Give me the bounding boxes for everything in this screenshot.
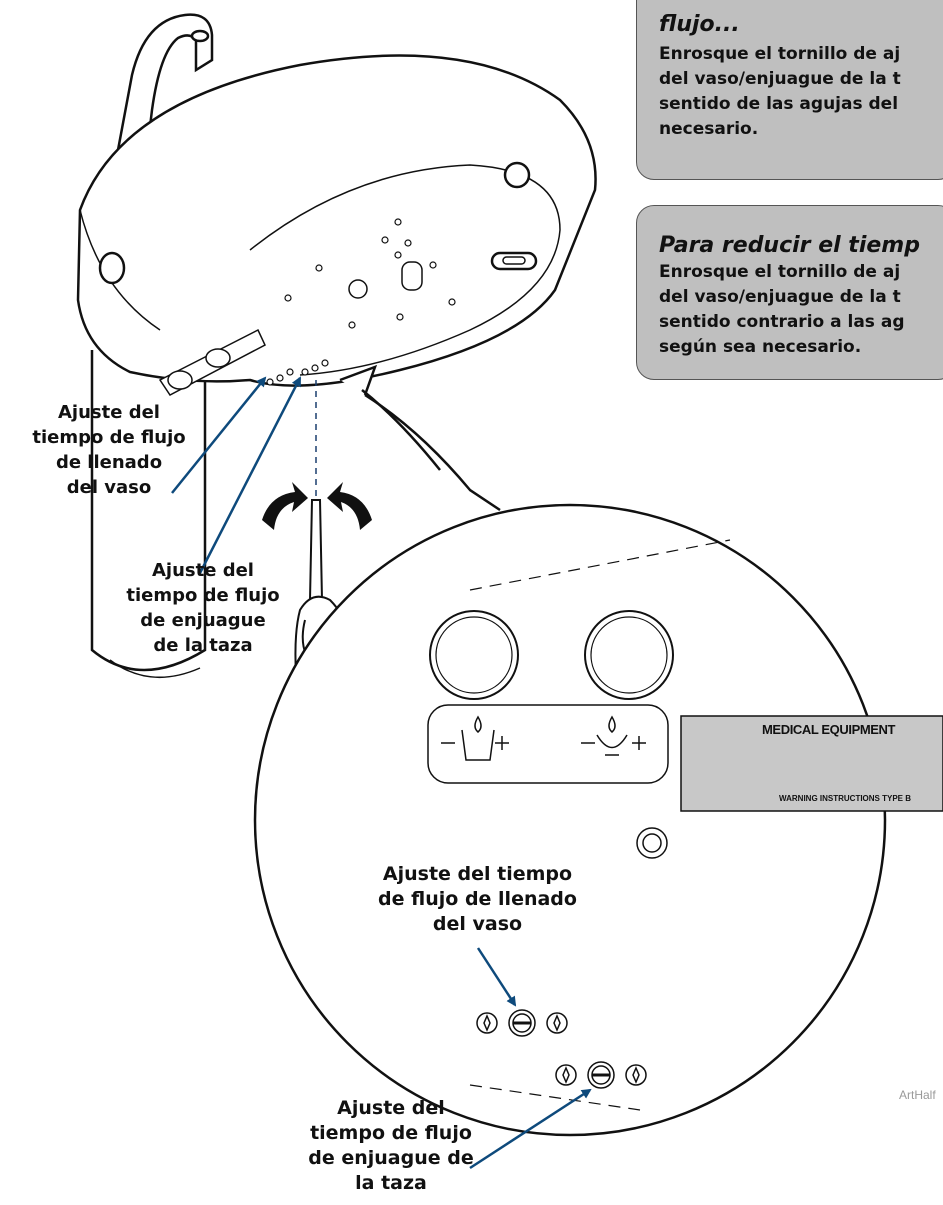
callout-increase-heading: flujo... — [659, 12, 740, 37]
callout-decrease-body: Enrosque el tornillo de aj del vaso/enju… — [659, 262, 905, 357]
label-bowl-rinse-detail: Ajuste del tiempo de flujo de enjuague d… — [308, 1097, 474, 1194]
plate-footer: WARNING INSTRUCTIONS TYPE B — [779, 794, 912, 803]
plate-title: MEDICAL EQUIPMENT — [762, 722, 896, 737]
cup-fill-screw — [476, 1009, 568, 1037]
label-cup-fill-detail: Ajuste del tiempo de flujo de llenado de… — [378, 863, 577, 935]
callout-increase-flow: flujo... Enrosque el tornillo de aj del … — [636, 0, 943, 180]
label-bowl-rinse-left: Ajuste del tiempo de flujo de enjuague d… — [126, 560, 280, 656]
cup-fill-icon — [441, 715, 509, 761]
label-cup-fill-left: Ajuste del tiempo de flujo de llenado de… — [32, 402, 186, 498]
light-housing — [76, 54, 597, 396]
leader-arrows — [171, 376, 592, 1170]
rotation-arrows-icon — [262, 482, 372, 530]
bowl-rinse-screw — [555, 1061, 647, 1089]
callout-increase-body: Enrosque el tornillo de aj del vaso/enju… — [659, 44, 901, 139]
bowl-rinse-icon — [581, 715, 646, 756]
arrow-cup-fill-detail — [476, 947, 517, 1007]
handle-arm — [116, 13, 214, 162]
arrow-bowl-rinse-left — [198, 376, 302, 574]
arrow-cup-fill-left — [171, 376, 267, 494]
mount-post — [90, 350, 207, 679]
callout-decrease-flow: Para reducir el tiemp Enrosque el tornil… — [636, 205, 943, 380]
detail-magnifier — [253, 364, 943, 1137]
arrow-bowl-rinse-detail — [469, 1088, 592, 1170]
art-code: ArtHalf — [899, 1088, 936, 1102]
callout-decrease-heading: Para reducir el tiemp — [659, 233, 920, 258]
